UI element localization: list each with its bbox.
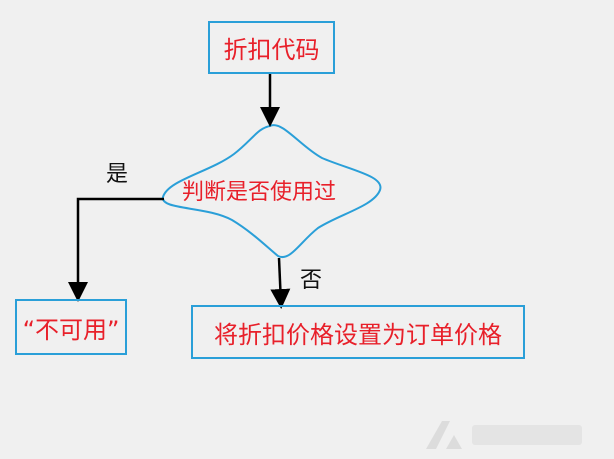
decision-diamond	[162, 124, 382, 259]
decision-label: 判断是否使用过	[182, 180, 337, 205]
start-box-label: 折扣代码	[223, 36, 320, 64]
no-edge-label: 否	[300, 268, 323, 293]
arrow-decision-to-yes	[68, 197, 164, 302]
start-box: 折扣代码	[208, 21, 335, 74]
watermark-logo	[426, 421, 582, 449]
yes-result-box: “不可用”	[15, 299, 127, 355]
no-result-label: 将折扣价格设置为订单价格	[214, 320, 502, 349]
no-result-box: 将折扣价格设置为订单价格	[191, 305, 525, 359]
arrow-decision-to-no	[270, 257, 291, 309]
yes-result-label: “不可用”	[22, 315, 120, 344]
yes-edge-label: 是	[106, 162, 129, 187]
